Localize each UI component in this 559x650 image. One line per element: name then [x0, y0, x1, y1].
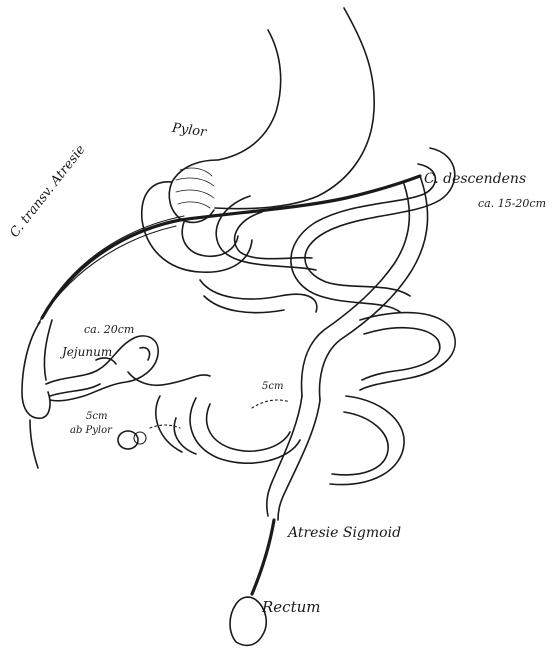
- label-distance-upper: 5cm: [262, 382, 283, 392]
- label-distance-from-pylorus: ab Pylor: [70, 426, 112, 436]
- pylorus-region: [169, 160, 218, 222]
- label-jejunum: Jejunum: [62, 346, 112, 358]
- descending-colon: [302, 176, 428, 400]
- blind-pouch: [118, 431, 146, 449]
- stomach-outline: [215, 8, 374, 209]
- right-side-loops: [330, 313, 455, 485]
- small-intestine-loops: [200, 148, 455, 313]
- central-loops: [150, 396, 300, 463]
- proximal-segment: [22, 320, 52, 468]
- label-atresia-sigmoid: Atresie Sigmoid: [288, 526, 401, 540]
- label-jejunum-length: ca. 20cm: [84, 324, 134, 335]
- label-distance-lower: 5cm: [86, 412, 107, 422]
- label-colon-descendens: C. descendens: [424, 172, 526, 186]
- label-colon-descendens-length: ca. 15-20cm: [478, 198, 546, 209]
- label-rectum: Rectum: [262, 600, 320, 615]
